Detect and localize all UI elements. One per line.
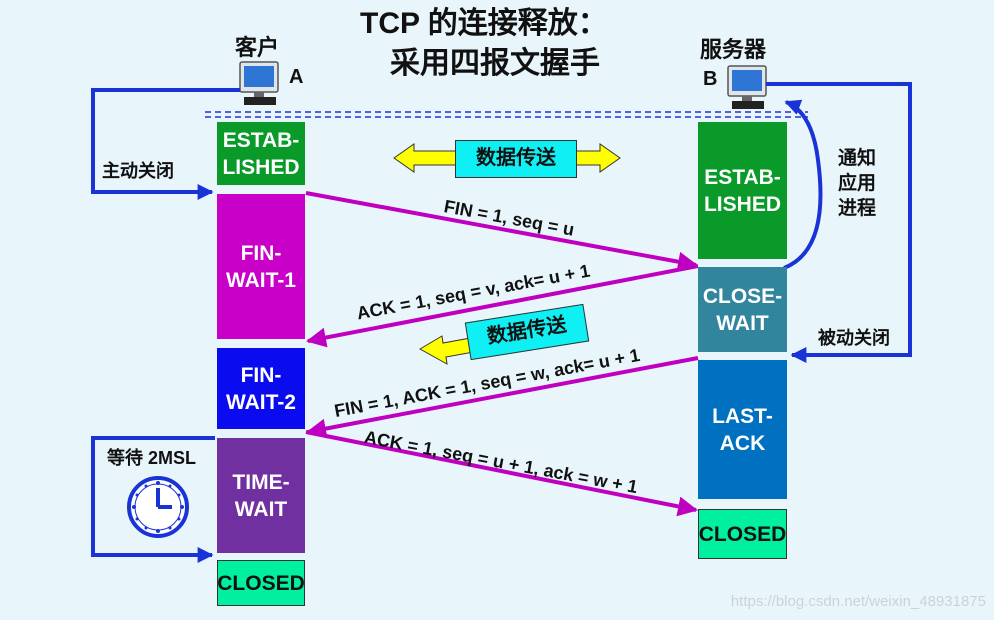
server-label: 服务器 (700, 37, 767, 62)
wait-2msl-arrow (91, 436, 215, 563)
diagram-title: TCP 的连接释放： 采用四报文握手 (360, 4, 660, 84)
title-line-2: 采用四报文握手 (390, 47, 600, 80)
server-letter: B (703, 68, 718, 90)
data-transfer-label-top: 数据传送 (455, 140, 577, 178)
server-state-close-wait: CLOSE- WAIT (698, 267, 787, 352)
clock-icon (127, 476, 189, 538)
server-state-last-ack: LAST- ACK (698, 360, 787, 499)
client-state-established: ESTAB- LISHED (217, 122, 305, 185)
message-arrow-2 (306, 264, 699, 348)
wait-2msl-label: 等待 2MSL (107, 448, 197, 468)
server-state-established: ESTAB- LISHED (698, 122, 787, 259)
client-state-time-wait: TIME- WAIT (217, 438, 305, 553)
client-state-fin-wait-2: FIN- WAIT-2 (217, 348, 305, 429)
client-computer-icon (239, 61, 279, 105)
notify-app-label: 通知 应用 进程 (838, 148, 877, 219)
watermark: https://blog.csdn.net/weixin_48931875 (730, 593, 986, 610)
active-close-arrow (91, 88, 240, 200)
message-arrow-1 (305, 191, 698, 272)
passive-close-label: 被动关闭 (818, 328, 890, 348)
title-line-1: TCP 的连接释放： (360, 7, 608, 40)
server-state-closed: CLOSED (698, 509, 787, 559)
server-computer-icon (727, 65, 767, 109)
message-arrow-3 (306, 356, 699, 439)
notify-app-arrow (783, 99, 823, 270)
client-label: 客户 (235, 35, 280, 60)
client-state-closed: CLOSED (217, 560, 305, 606)
active-close-label: 主动关闭 (102, 161, 174, 181)
client-letter: A (289, 66, 304, 88)
client-state-fin-wait-1: FIN- WAIT-1 (217, 194, 305, 339)
passive-close-arrow (766, 82, 912, 363)
message-arrow-4 (305, 430, 698, 517)
